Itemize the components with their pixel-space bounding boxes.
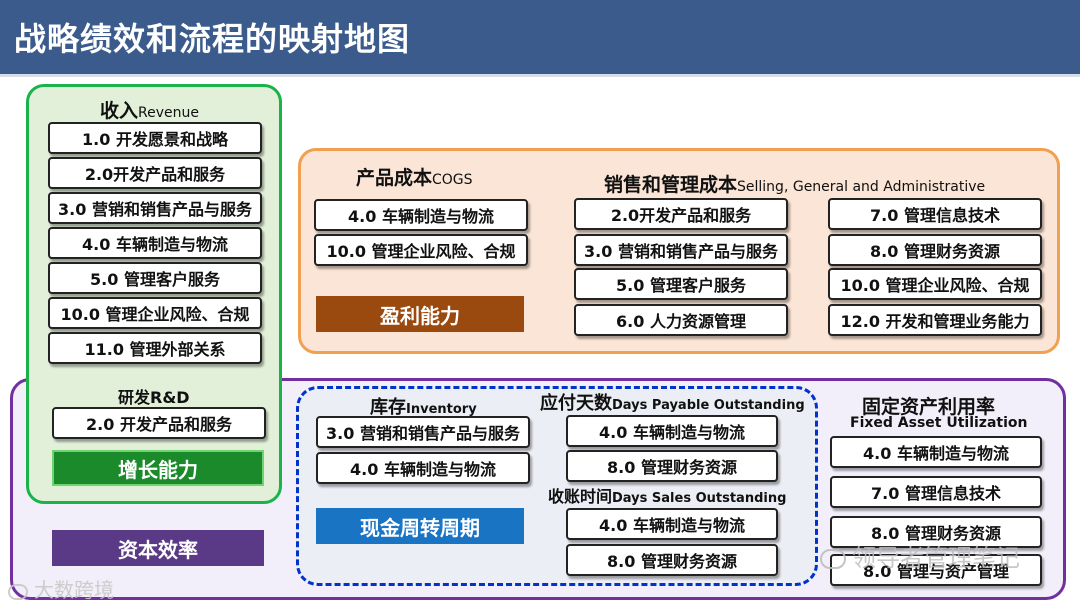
sga-item: 6.0 人力资源管理 [574,304,788,336]
revenue-item: 10.0 管理企业风险、合规 [48,297,262,329]
revenue-item: 4.0 车辆制造与物流 [48,227,262,259]
sga-item: 7.0 管理信息技术 [828,198,1042,230]
sga-item: 5.0 管理客户服务 [574,268,788,300]
watermark-right: 领导者管理笔记 [820,538,1020,573]
watermark-logo-icon [8,583,28,600]
revenue-item: 11.0 管理外部关系 [48,332,262,364]
revenue-item: 2.0开发产品和服务 [48,157,262,189]
title-bar: 战略绩效和流程的映射地图 [0,0,1080,74]
fixed-asset-item: 8.0 管理财务资源 [830,516,1042,548]
capital-label: 资本效率 [52,530,264,566]
fixed-asset-item: 8.0 管理与资产管理 [830,554,1042,586]
dpo-item: 8.0 管理财务资源 [566,450,778,482]
revenue-item: 3.0 营销和销售产品与服务 [48,192,262,224]
dso-heading: 收账时间Days Sales Outstanding [548,487,787,506]
cogs-heading: 产品成本COGS [356,167,473,189]
fixed-asset-heading: 固定资产利用率 [862,396,996,418]
revenue-item: 1.0 开发愿景和战略 [48,122,262,154]
cogs-item: 4.0 车辆制造与物流 [314,199,528,231]
inventory-heading: 库存Inventory [370,397,477,418]
sga-item: 12.0 开发和管理业务能力 [828,304,1042,336]
rd-heading: 研发R&D [118,388,190,407]
rd-item: 2.0 开发产品和服务 [52,407,266,439]
revenue-heading: 收入Revenue [100,100,199,122]
fixed-asset-item: 7.0 管理信息技术 [830,476,1042,508]
dpo-item: 4.0 车辆制造与物流 [566,415,778,447]
inventory-item: 4.0 车辆制造与物流 [316,452,530,484]
sga-item: 3.0 营销和销售产品与服务 [574,234,788,266]
title-separator [0,74,1080,77]
sga-item: 8.0 管理财务资源 [828,234,1042,266]
dpo-heading: 应付天数Days Payable Outstanding [540,393,805,414]
wechat-icon [820,549,846,569]
sga-item: 2.0开发产品和服务 [574,198,788,230]
watermark-left: 大数跨境 [8,574,114,603]
sga-heading: 销售和管理成本Selling, General and Administrati… [604,174,986,196]
cogs-item: 10.0 管理企业风险、合规 [314,234,528,266]
page-title: 战略绩效和流程的映射地图 [14,20,411,58]
dso-item: 4.0 车辆制造与物流 [566,508,778,540]
sga-item: 10.0 管理企业风险、合规 [828,268,1042,300]
fixed-asset-subheading: Fixed Asset Utilization [850,415,1028,431]
dso-item: 8.0 管理财务资源 [566,544,778,576]
growth-label: 增长能力 [52,450,264,486]
fixed-asset-item: 4.0 车辆制造与物流 [830,436,1042,468]
revenue-item: 5.0 管理客户服务 [48,262,262,294]
inventory-item: 3.0 营销和销售产品与服务 [316,416,530,448]
cash-cycle-label: 现金周转周期 [316,508,524,544]
profit-label: 盈利能力 [316,296,524,332]
